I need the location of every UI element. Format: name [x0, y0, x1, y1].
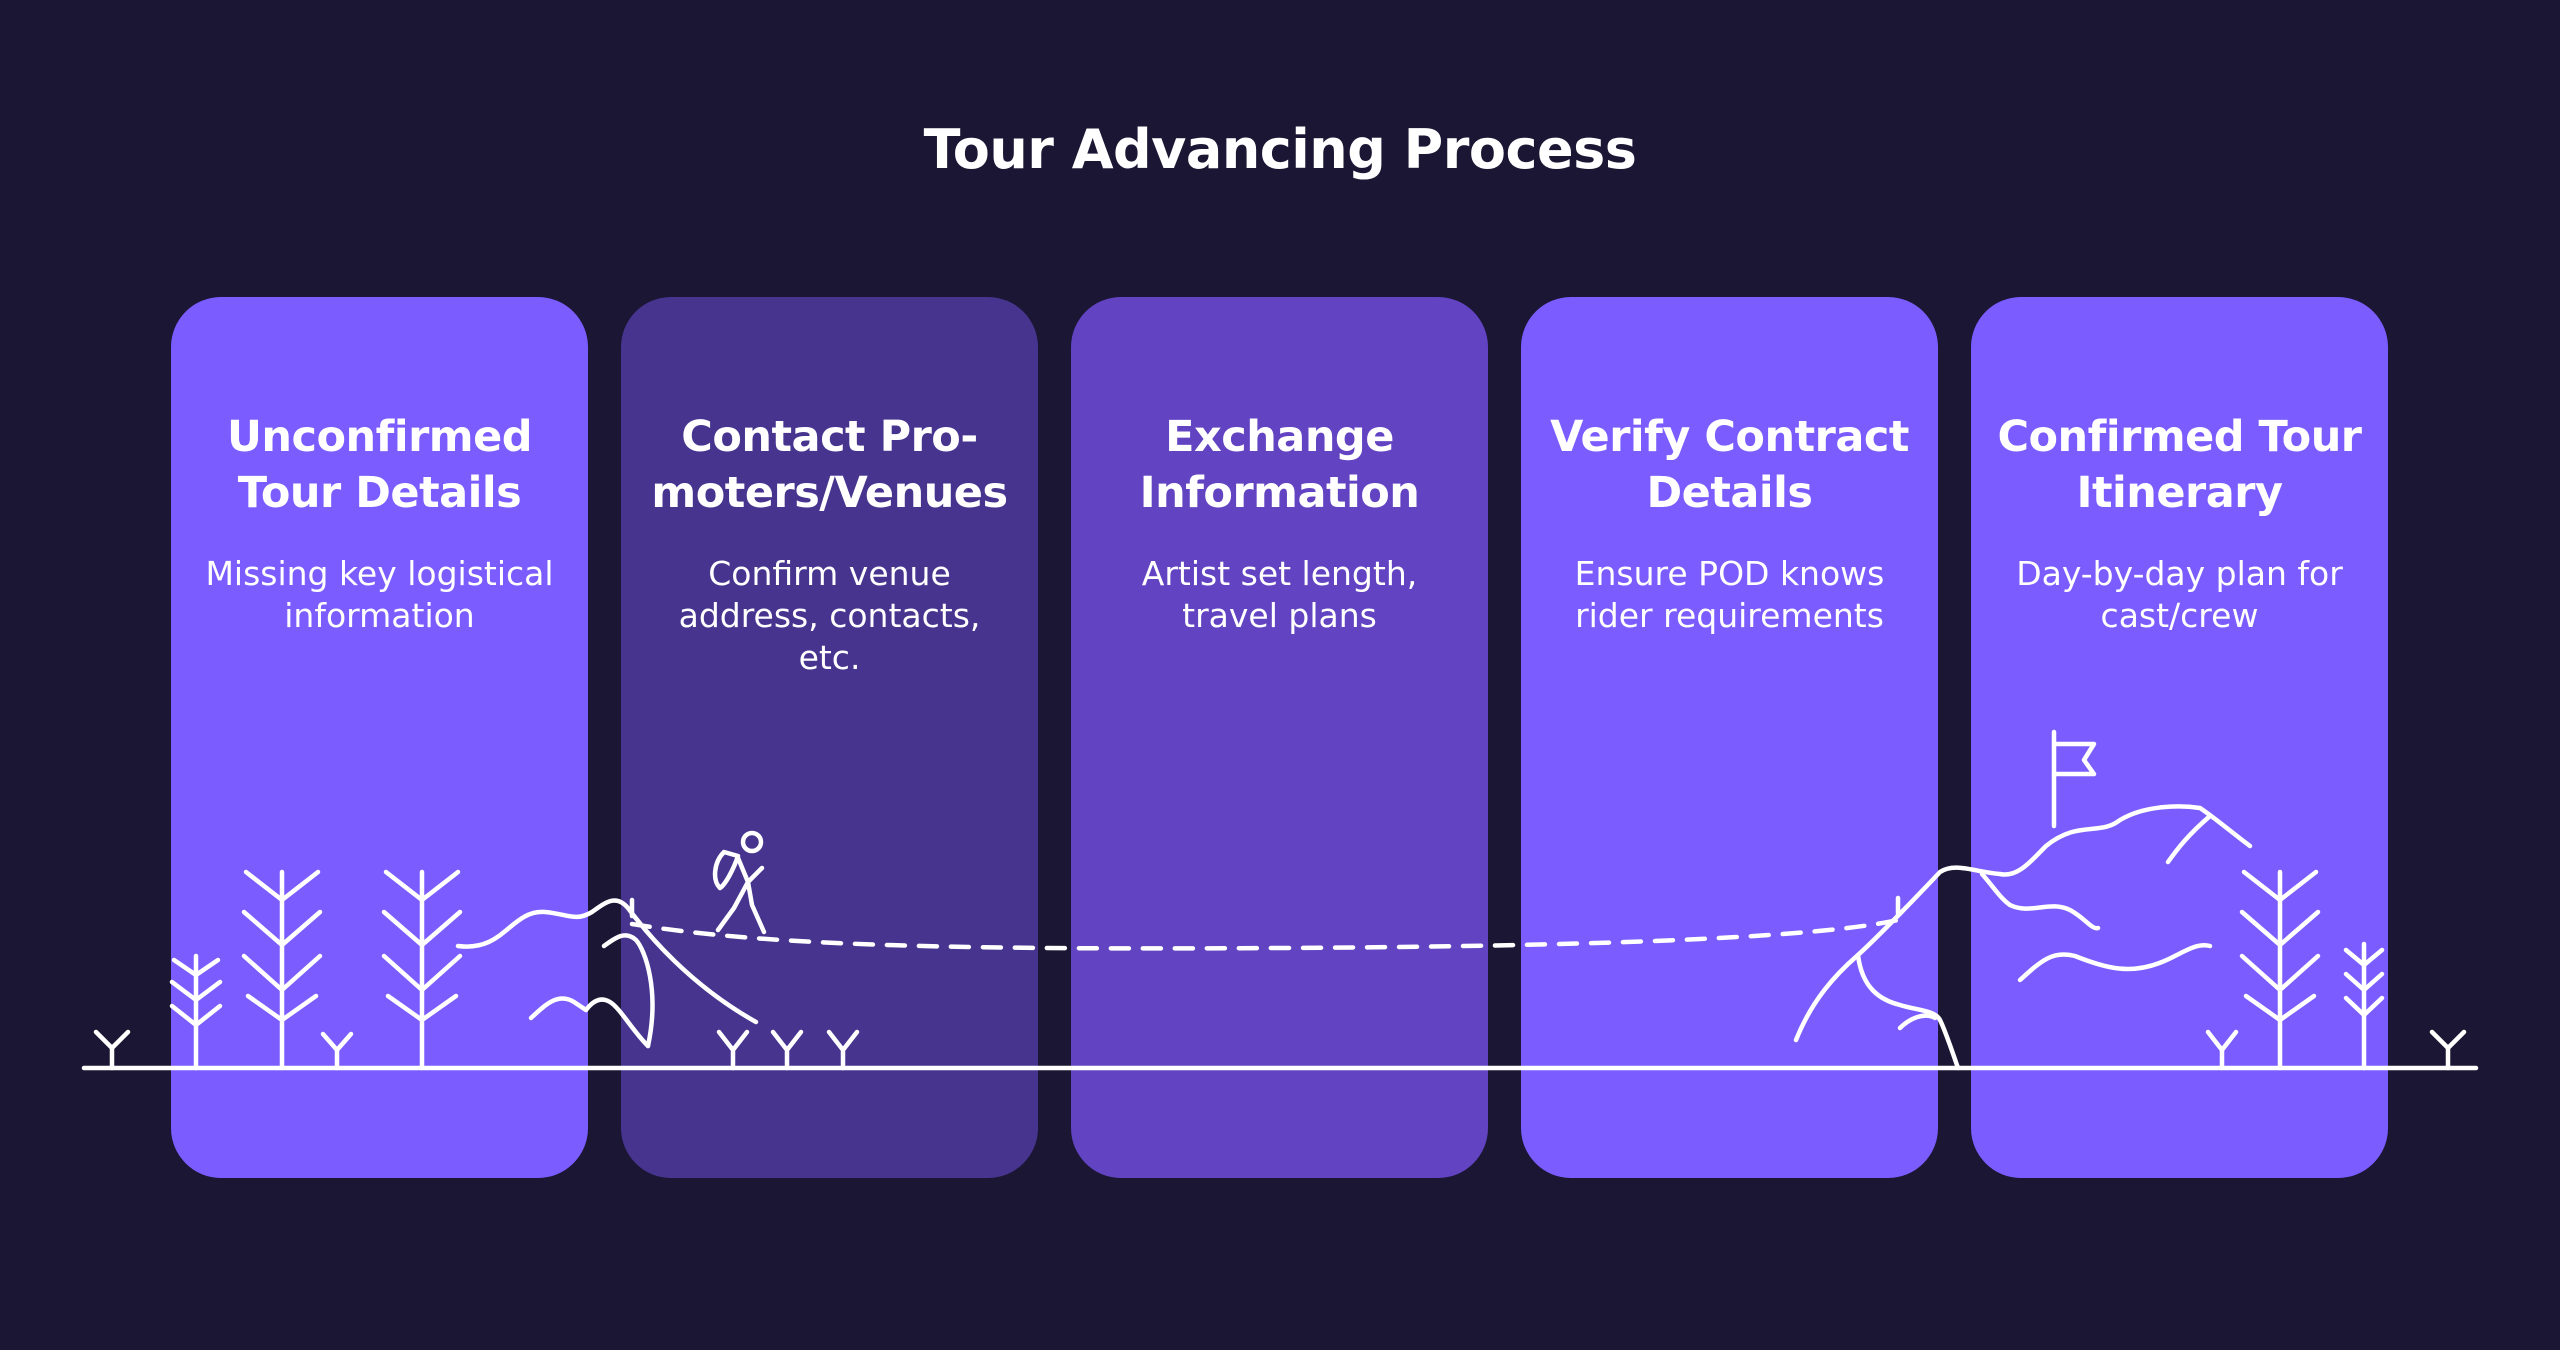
- grass-icon: [93, 1029, 131, 1071]
- grass-icon: [2429, 1029, 2467, 1071]
- step-description: Missing key logistical information: [205, 554, 554, 635]
- step-description: Day-by-day plan for cast/crew: [2016, 554, 2343, 635]
- step-title: Unconfirmed Tour Details: [226, 412, 533, 518]
- step-card-unconfirmed-tour-details: Unconfirmed Tour Details Missing key log…: [171, 297, 588, 1178]
- step-card-contact-promoters-venues: Contact Pro- moters/Venues Confirm venue…: [621, 297, 1038, 1178]
- step-description: Ensure POD knows rider requirements: [1574, 554, 1885, 635]
- page-title: Tour Advancing Process: [923, 118, 1637, 181]
- step-card-confirmed-tour-itinerary: Confirmed Tour Itinerary Day-by-day plan…: [1971, 297, 2388, 1178]
- step-title: Exchange Information: [1139, 412, 1420, 518]
- step-title: Confirmed Tour Itinerary: [1997, 412, 2362, 518]
- step-title: Verify Contract Details: [1550, 412, 1909, 518]
- step-description: Artist set length, travel plans: [1141, 554, 1418, 635]
- step-card-verify-contract-details: Verify Contract Details Ensure POD knows…: [1521, 297, 1938, 1178]
- step-title: Contact Pro- moters/Venues: [651, 412, 1008, 518]
- step-description: Confirm venue address, contacts, etc.: [678, 554, 981, 677]
- step-card-exchange-information: Exchange Information Artist set length, …: [1071, 297, 1488, 1178]
